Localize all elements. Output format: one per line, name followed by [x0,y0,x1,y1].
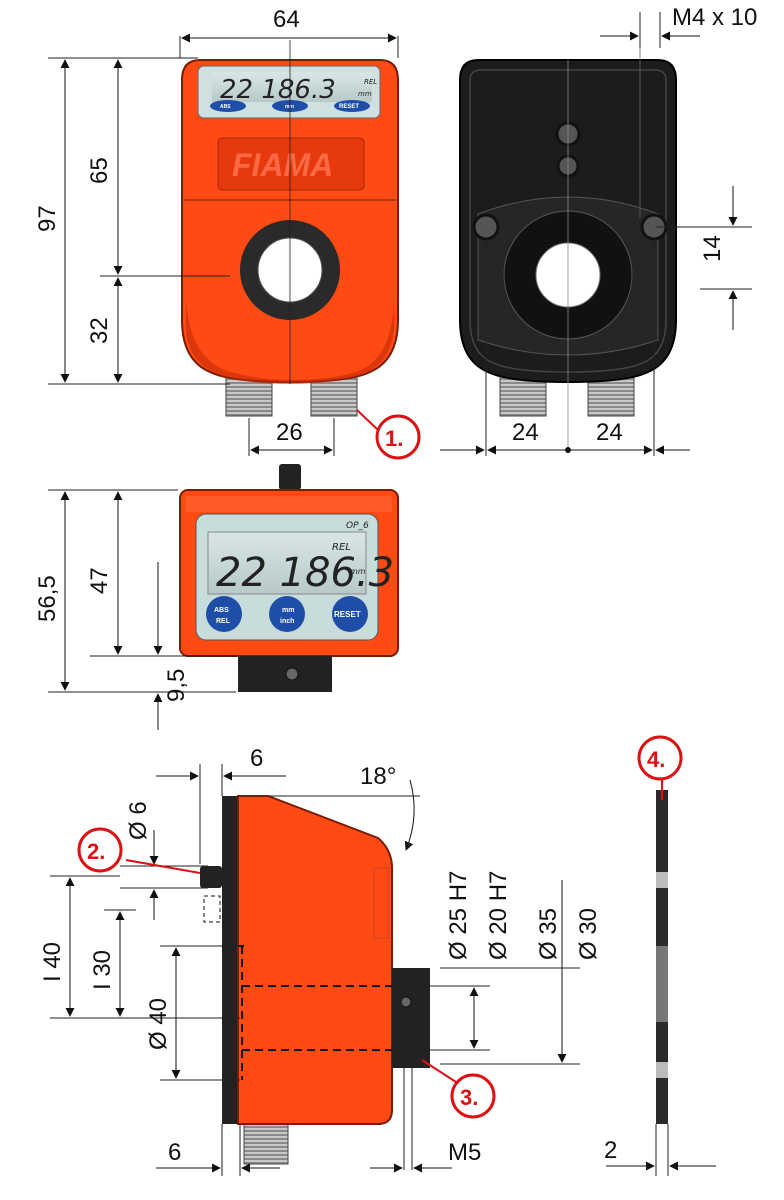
top-height-total-dim: 56,5 [34,575,61,622]
ring-view: 2 4. [604,735,716,1176]
ring-thickness-dim: 2 [604,1137,617,1164]
side-angle-dim: 18° [360,763,396,790]
front-mode: REL [364,78,377,86]
top-rel-label: REL [216,618,231,625]
back-connector-right [587,375,635,417]
side-bottom-offset-dim: 6 [168,1139,181,1166]
top-view: 22 186.3 REL mm OP_6 ABS REL mm inch RES… [34,464,399,730]
top-abs-rel-button[interactable]: ABS REL [206,596,242,632]
callout-2 [77,827,123,873]
callout-1 [375,414,421,460]
side-view: 6 18° Ø 6 I 40 I 30 Ø 40 Ø 25 H7 Ø 20 H7… [39,745,602,1176]
back-right-dim: 24 [596,419,623,446]
back-view: M4 x 10 14 24 24 [440,4,757,456]
side-connector [243,1121,289,1165]
back-connector-left [499,375,547,417]
side-dia35-dim: Ø 35 [535,908,562,960]
top-height-foot-dim: 9,5 [163,669,190,702]
front-reset-button[interactable] [334,100,370,112]
side-l30-dim: I 30 [89,950,116,990]
top-knob [279,464,301,490]
side-screw-dim: M5 [448,1139,481,1166]
top-foot [238,656,332,692]
side-l40-dim: I 40 [39,942,66,982]
front-abs-label: ABS [220,104,231,110]
front-height-lower-dim: 32 [86,317,113,344]
top-reset-label: RESET [334,610,361,619]
callout-2-label: 2. [87,839,105,864]
back-thread-dim: M4 x 10 [672,4,757,31]
top-height-body-dim: 47 [86,567,113,594]
top-inch-label: inch [280,618,294,625]
side-top-offset-dim: 6 [250,745,263,772]
side-dia20-dim: Ø 20 H7 [485,871,512,960]
front-height-total-dim: 97 [34,205,61,232]
side-housing [237,795,393,1125]
top-abs-label: ABS [214,607,229,614]
top-mm-inch-button[interactable]: mm inch [269,596,305,632]
top-reset-button[interactable]: RESET [332,596,368,632]
front-unit: mm [358,90,372,98]
front-brand-logo: FIAMA [232,147,333,183]
callout-3 [450,1073,496,1119]
top-model: OP_6 [346,521,369,531]
top-lcd [207,531,367,595]
front-abs-button[interactable] [210,100,246,112]
side-pin [200,866,222,888]
top-unit: mm [350,567,366,576]
top-reading: 22 186.3 [216,550,394,596]
side-foot [392,968,430,1068]
front-view: 22 186.3 REL mm ABS mm RESET FIAMA 64 97… [34,6,421,460]
callout-3-label: 3. [460,1085,478,1110]
side-dia40-dim: Ø 40 [145,998,172,1050]
back-left-dim: 24 [512,419,539,446]
side-back-plate [222,796,240,1124]
top-mm-label: mm [282,607,294,614]
connector-right [310,375,358,417]
front-lcd [212,72,372,102]
callout-4 [637,735,683,781]
side-pin-diameter-dim: Ø 6 [125,801,152,840]
front-reading: 22 186.3 [220,75,336,105]
front-reset-label: RESET [339,104,359,110]
callout-1-label: 1. [385,426,403,451]
back-hole-offset-dim: 14 [699,235,726,262]
front-connector-spacing-dim: 26 [276,419,303,446]
front-width-dim: 64 [273,6,300,33]
side-dia30-dim: Ø 30 [575,908,602,960]
front-height-upper-dim: 65 [86,157,113,184]
back-screw-left [472,213,500,241]
front-logo-plate [217,137,365,191]
callout-4-label: 4. [647,747,665,772]
side-dia25-dim: Ø 25 H7 [445,871,472,960]
top-mode: REL [332,542,351,553]
